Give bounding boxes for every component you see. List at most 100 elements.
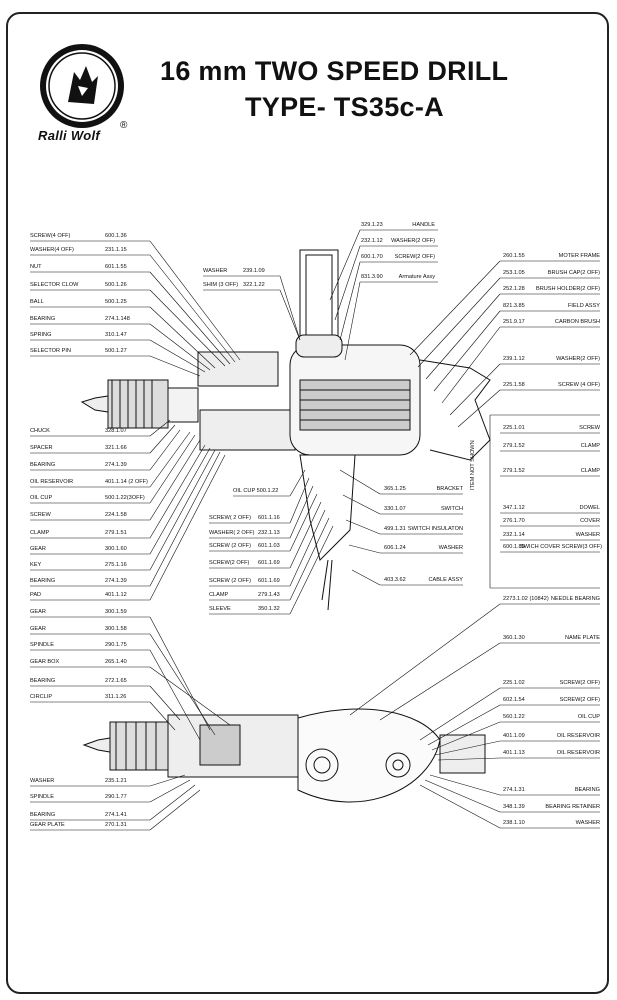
- leader-line: [149, 685, 181, 721]
- leader-line: [342, 494, 381, 515]
- 1-code-undefined: 300.1.58: [105, 626, 127, 632]
- left_parts_upper-code-14: 279.1.51: [105, 530, 127, 536]
- right_parts_lower-code-3: 602.1.54: [503, 697, 525, 703]
- right_parts_lower-code-1: 360.1.30: [503, 635, 525, 641]
- right_parts_lower-name-6: OIL RESERVOIR: [556, 750, 600, 756]
- leader-line: [149, 306, 216, 369]
- right_parts_lower-name-4: OIL CUP: [577, 714, 600, 720]
- left_parts_upper-name-11: OIL RESERVOIR: [30, 479, 74, 485]
- leader-line: [348, 544, 381, 554]
- center_parts-name-7: SLEEVE: [209, 606, 231, 612]
- left_parts_upper-code-5: 274.1.148: [105, 316, 130, 322]
- leader-line: [425, 293, 501, 380]
- right_parts_lower-name-8: BEARING RETAINER: [545, 804, 600, 810]
- not_shown_parts-code-5: 232.1.14: [503, 532, 525, 538]
- right_parts_lower-name-0: NEEDLE BEARING: [550, 596, 600, 602]
- center_parts-name-4: SCREW(2 OFF): [209, 560, 250, 566]
- left_parts_upper-name-14: CLAMP: [30, 530, 50, 536]
- center_right_parts-name-0: BRACKET: [436, 486, 463, 492]
- center_parts-code-2: 232.1.13: [258, 530, 280, 536]
- center_parts-name-1: SCREW( 2 OFF): [209, 515, 251, 521]
- right_parts_lower-name-9: WASHER: [575, 820, 600, 826]
- leader-line: [149, 701, 176, 731]
- right_parts_upper-name-5: WASHER(2 OFF): [556, 356, 600, 362]
- 0-code-undefined: 300.1.59: [105, 609, 127, 615]
- leader-line: [289, 477, 310, 524]
- leader-line: [149, 339, 206, 373]
- 0-name-undefined: GEAR: [30, 609, 46, 615]
- leader-line: [149, 633, 216, 736]
- center_parts-name-0: OIL CUP 500.1.22: [233, 488, 279, 494]
- 5-name-undefined: CIRCLIP: [30, 694, 53, 700]
- not_shown_parts-code-0: 225.1.01: [503, 425, 525, 431]
- left_parts_upper-name-2: NUT: [30, 264, 42, 270]
- not_shown_parts-code-4: 276.1.70: [503, 518, 525, 524]
- right_parts_lower-name-3: SCREW(2 OFF): [559, 697, 600, 703]
- left_parts_upper-name-4: BALL: [30, 299, 44, 305]
- leader-line: [149, 429, 181, 471]
- center_right_parts-name-4: CABLE ASSY: [428, 577, 463, 583]
- 1-name-undefined: GEAR: [30, 626, 46, 632]
- leader-line: [149, 449, 216, 571]
- left_parts_upper-name-13: SCREW: [30, 512, 51, 518]
- leader-line: [279, 289, 301, 341]
- leader-line: [419, 784, 501, 829]
- left_parts_upper-code-18: 401.1.12: [105, 592, 127, 598]
- left_parts_upper-name-9: SPACER: [30, 445, 53, 451]
- lower-drill-assembly: [82, 708, 486, 803]
- top_center_parts-code-2: 600.1.70: [361, 254, 383, 260]
- leader-line: [431, 721, 501, 751]
- center_parts-code-5: 601.1.69: [258, 578, 280, 584]
- not_shown_parts-code-6: 600.1.85: [503, 544, 525, 550]
- not_shown_parts-code-3: 347.1.12: [503, 505, 525, 511]
- leader-line: [289, 501, 322, 569]
- right_parts_upper-code-1: 253.1.05: [503, 270, 525, 276]
- leader-line: [149, 666, 231, 726]
- left_parts_upper-code-9: 321.1.66: [105, 445, 127, 451]
- leader-line: [351, 569, 381, 586]
- ralli-wolf-logo: [40, 44, 124, 128]
- left_parts_upper-name-0: SCREW(4 OFF): [30, 233, 71, 239]
- left_parts_upper-code-10: 274.1.39: [105, 462, 127, 468]
- not_shown_parts-code-1: 279.1.52: [503, 443, 525, 449]
- not_shown_parts-name-3: DOWEL: [579, 505, 600, 511]
- leader-line: [339, 261, 361, 341]
- not_shown_parts-name-5: WASHER: [575, 532, 600, 538]
- left_parts_upper-code-1: 231.1.15: [105, 247, 127, 253]
- top_center_parts-code-1: 232.1.12: [361, 238, 383, 244]
- mid_top_parts-name-1: SHIM (3 OFF): [203, 282, 239, 288]
- leader-line: [149, 649, 201, 741]
- not_shown_parts-name-4: COVER: [580, 518, 600, 524]
- leader-line: [149, 789, 201, 831]
- 6-code-undefined: 235.1.21: [105, 778, 127, 784]
- center_right_parts-name-1: SWITCH: [440, 506, 463, 512]
- 9-code-undefined: 270.1.31: [105, 822, 127, 828]
- leader-line: [149, 419, 171, 437]
- top_center_parts-name-1: WASHER(2 OFF): [391, 238, 435, 244]
- leader-line: [334, 245, 361, 321]
- 3-name-undefined: GEAR BOX: [30, 659, 60, 665]
- center_right_parts-name-3: WASHER: [438, 545, 463, 551]
- leader-line: [457, 389, 501, 428]
- leader-line: [279, 275, 301, 341]
- left_parts_upper-name-5: BEARING: [30, 316, 56, 322]
- left_parts_upper-code-4: 500.1.25: [105, 299, 127, 305]
- center_right_parts-code-0: 365.1.25: [384, 486, 406, 492]
- not_shown_parts-name-2: CLAMP: [580, 468, 600, 474]
- leader-line: [149, 784, 196, 821]
- leader-line: [149, 254, 236, 363]
- 7-name-undefined: SPINDLE: [30, 794, 54, 800]
- leader-line: [149, 323, 211, 371]
- left_parts_upper-name-10: BEARING: [30, 462, 56, 468]
- center_parts-code-7: 350.1.32: [258, 606, 280, 612]
- leader-line: [345, 519, 381, 535]
- right_parts_lower-code-5: 401.1.09: [503, 733, 525, 739]
- left_parts_upper-code-6: 310.1.47: [105, 332, 127, 338]
- leader-line: [149, 424, 176, 454]
- leader-line: [149, 454, 226, 601]
- right_parts_upper-name-0: MOTER FRAME: [558, 253, 600, 259]
- 9-name-undefined: GEAR PLATE: [30, 822, 65, 828]
- leader-line: [149, 774, 186, 787]
- right_parts_lower-code-0: 2273.1.02 (10842): [503, 596, 549, 602]
- right_parts_lower-code-4: 560.1.22: [503, 714, 525, 720]
